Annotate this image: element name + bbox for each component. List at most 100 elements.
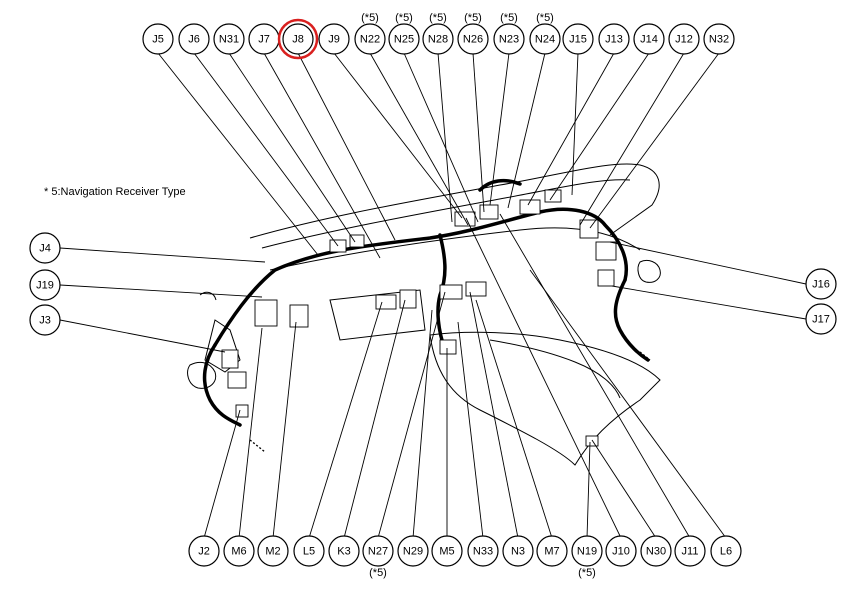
- connector-m2: M2: [257, 535, 289, 567]
- connector-circle: [633, 23, 665, 55]
- connector-circle: [142, 23, 174, 55]
- connector-label: J2: [198, 546, 210, 558]
- connector-circle: [188, 535, 220, 567]
- connector-label: M6: [231, 546, 246, 558]
- connector-j15: J15: [562, 23, 594, 55]
- connector-circle: [598, 23, 630, 55]
- connector-j6: J6: [178, 23, 210, 55]
- connector-label: N3: [511, 546, 525, 558]
- connector-label: J6: [188, 34, 200, 46]
- connector-circle: [282, 23, 314, 55]
- connector-note: (*5): [369, 567, 387, 579]
- connector-m7: M7: [536, 535, 568, 567]
- connector-label: L6: [720, 546, 732, 558]
- connector-label: L5: [303, 546, 315, 558]
- connector-j2: J2: [188, 535, 220, 567]
- connector-j12: J12: [668, 23, 700, 55]
- connector-label: M7: [544, 546, 559, 558]
- connector-l5: L5: [293, 535, 325, 567]
- connector-j19: J19: [29, 269, 61, 301]
- connector-label: K3: [337, 546, 350, 558]
- connector-circle: [493, 23, 525, 55]
- connector-j9: J9: [318, 23, 350, 55]
- connector-circle: [29, 269, 61, 301]
- connector-label: N26: [463, 34, 483, 46]
- connector-circle: [571, 535, 603, 567]
- connector-label: J8: [292, 34, 304, 46]
- connector-label: J5: [152, 34, 164, 46]
- connector-circle: [562, 23, 594, 55]
- connector-circle: [422, 23, 454, 55]
- connector-circle: [640, 535, 672, 567]
- connector-label: N23: [499, 34, 519, 46]
- connector-label: N22: [360, 34, 380, 46]
- connector-label: N29: [403, 546, 423, 558]
- connector-m6: M6: [223, 535, 255, 567]
- leader-lines: [59, 52, 807, 539]
- connector-circle: [318, 23, 350, 55]
- connector-circle: [223, 535, 255, 567]
- connector-label: N25: [394, 34, 414, 46]
- connector-label: J3: [39, 315, 51, 327]
- connector-note: (*5): [578, 567, 596, 579]
- connector-j4: J4: [29, 232, 61, 264]
- connector-j7: J7: [248, 23, 280, 55]
- connector-n19: N19 (*5): [571, 535, 603, 579]
- connector-label: J14: [640, 34, 658, 46]
- connector-label: J16: [812, 279, 830, 291]
- connector-circle: [328, 535, 360, 567]
- connector-label: N24: [535, 34, 555, 46]
- connector-note: (*5): [536, 12, 554, 24]
- connector-j5: J5: [142, 23, 174, 55]
- connector-callouts: J5 J6 N31 J7 J8 J9 N22 (*5) N25 (*5) N28(*5) N26 (*5…: [29, 12, 837, 579]
- connector-circle: [805, 303, 837, 335]
- connector-n31: N31: [213, 23, 245, 55]
- connector-m5: M5: [431, 535, 463, 567]
- connector-n28: N28(*5): [422, 12, 454, 55]
- connector-n24: N24 (*5): [529, 12, 561, 55]
- connector-note: (*5): [395, 12, 413, 24]
- footnote: * 5:Navigation Receiver Type: [44, 186, 186, 198]
- connector-note: (*5): [464, 12, 482, 24]
- connector-label: J4: [39, 243, 51, 255]
- connector-j10: J10: [605, 535, 637, 567]
- connector-circle: [362, 535, 394, 567]
- connector-n26: N26 (*5): [457, 12, 489, 55]
- connector-label: J12: [675, 34, 693, 46]
- connector-circle: [431, 535, 463, 567]
- connector-n33: N33: [467, 535, 499, 567]
- connector-j3: J3: [29, 304, 61, 336]
- connector-label: N31: [219, 34, 239, 46]
- connector-label: N32: [709, 34, 729, 46]
- connector-j16: J16: [805, 268, 837, 300]
- connector-label: J11: [682, 546, 699, 558]
- connector-circle: [293, 535, 325, 567]
- connector-n32: N32: [703, 23, 735, 55]
- connector-label: J15: [569, 34, 587, 46]
- connector-j8: J8: [277, 18, 319, 60]
- connector-circle: [536, 535, 568, 567]
- connector-circle: [178, 23, 210, 55]
- connector-n30: N30: [640, 535, 672, 567]
- connector-circle: [213, 23, 245, 55]
- connector-circle: [388, 23, 420, 55]
- connector-label: N27: [368, 546, 388, 558]
- connector-n29: N29: [397, 535, 429, 567]
- connector-n25: N25 (*5): [388, 12, 420, 55]
- connector-circle: [674, 535, 706, 567]
- connector-label: J7: [258, 34, 270, 46]
- connector-label: N19: [577, 546, 597, 558]
- connector-circle: [257, 535, 289, 567]
- connector-j14: J14: [633, 23, 665, 55]
- connector-note: (*5): [500, 12, 518, 24]
- connector-label: J13: [605, 34, 623, 46]
- connector-circle: [605, 535, 637, 567]
- connector-j17: J17: [805, 303, 837, 335]
- connector-label: M2: [265, 546, 280, 558]
- highlight-ring: [277, 18, 319, 60]
- connector-l6: L6: [710, 535, 742, 567]
- connector-j13: J13: [598, 23, 630, 55]
- connector-n3: N3: [502, 535, 534, 567]
- connector-label: J19: [36, 280, 54, 292]
